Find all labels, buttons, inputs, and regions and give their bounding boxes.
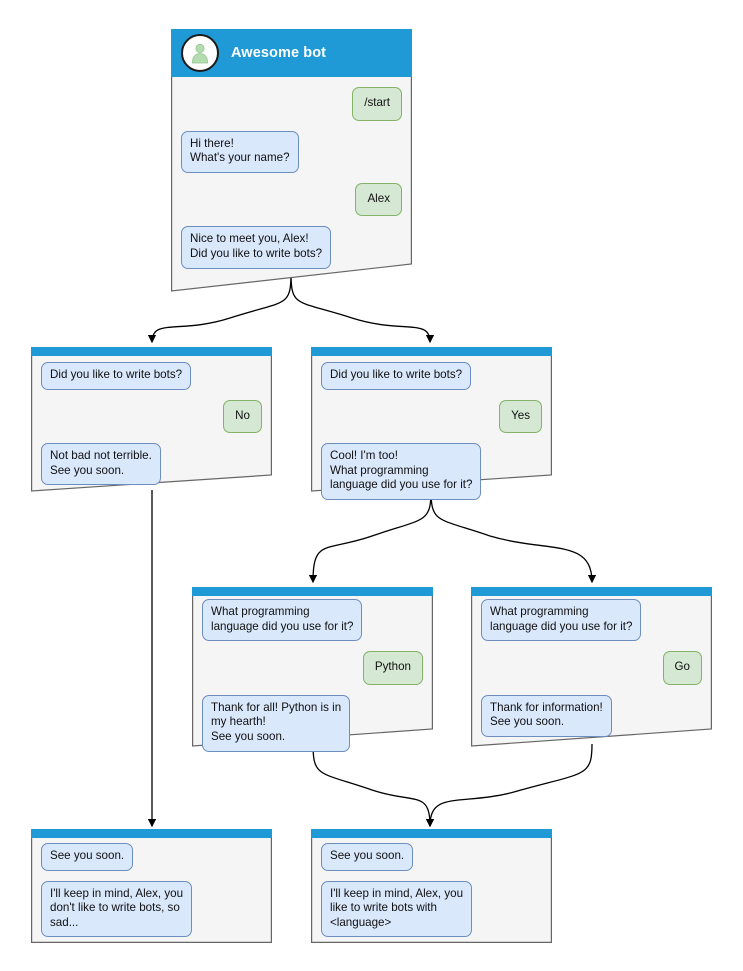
message-row: Thank for all! Python is in my hearth! S… [202, 694, 423, 752]
message-row: /start [181, 87, 402, 121]
bot-bubble[interactable]: Thank for information! See you soon. [481, 694, 612, 737]
message-row: Yes [321, 399, 542, 434]
bot-bubble[interactable]: Cool! I'm too! What programming language… [321, 443, 482, 500]
message-row: Not bad not terrible. See you soon. [41, 443, 262, 486]
message-row: Nice to meet you, Alex! Did you like to … [181, 226, 402, 269]
message-row: Cool! I'm too! What programming language… [321, 443, 542, 500]
message-row: See you soon. [321, 843, 542, 871]
user-bubble[interactable]: Alex [355, 182, 402, 217]
bot-bubble[interactable]: What programming language did you use fo… [481, 599, 642, 642]
bot-bubble[interactable]: Did you like to write bots? [321, 362, 472, 390]
node-no-header [31, 347, 272, 356]
message-row: I'll keep in mind, Alex, you like to wri… [321, 880, 542, 938]
bot-bubble[interactable]: What programming language did you use fo… [202, 599, 363, 642]
bot-bubble[interactable]: See you soon. [41, 843, 134, 871]
node-go-header [471, 587, 712, 596]
bot-bubble[interactable]: See you soon. [321, 843, 414, 871]
person-avatar-icon [181, 34, 219, 72]
bot-bubble[interactable]: Not bad not terrible. See you soon. [41, 443, 161, 486]
node-go-messages: What programming language did you use fo… [471, 599, 712, 747]
message-row: Did you like to write bots? [321, 362, 542, 390]
node-end-happy-header [311, 829, 552, 838]
user-bubble[interactable]: Python [362, 651, 423, 685]
node-python-header [192, 587, 433, 596]
message-row: Go [481, 651, 702, 685]
bot-name-label: Awesome bot [231, 45, 327, 61]
node-yes-messages: Did you like to write bots? Yes Cool! I'… [311, 362, 552, 510]
bot-bubble[interactable]: Hi there! What's your name? [181, 130, 299, 173]
node-yes-header [311, 347, 552, 356]
message-row: No [41, 399, 262, 434]
node-python-messages: What programming language did you use fo… [192, 599, 433, 762]
node-end-happy-messages: See you soon. I'll keep in mind, Alex, y… [311, 843, 552, 947]
node-root-header: Awesome bot [171, 29, 412, 77]
node-root-messages: /start Hi there! What's your name? Alex … [171, 87, 412, 279]
node-root-conversation[interactable]: Awesome bot /start Hi there! What's your… [171, 29, 412, 292]
message-row: Python [202, 651, 423, 685]
bot-bubble[interactable]: Nice to meet you, Alex! Did you like to … [181, 226, 332, 269]
user-bubble[interactable]: Go [662, 651, 702, 685]
user-bubble[interactable]: /start [352, 87, 402, 121]
bot-bubble[interactable]: I'll keep in mind, Alex, you like to wri… [321, 880, 473, 938]
message-row: Hi there! What's your name? [181, 130, 402, 173]
user-bubble[interactable]: Yes [499, 399, 542, 434]
message-row: Alex [181, 182, 402, 217]
message-row: See you soon. [41, 843, 262, 871]
message-row: What programming language did you use fo… [202, 599, 423, 642]
bot-bubble[interactable]: Did you like to write bots? [41, 362, 192, 390]
message-row: What programming language did you use fo… [481, 599, 702, 642]
node-end-sad-header [31, 829, 272, 838]
node-end-likes-bots[interactable]: See you soon. I'll keep in mind, Alex, y… [311, 829, 552, 943]
node-branch-go[interactable]: What programming language did you use fo… [471, 587, 712, 747]
message-row: Did you like to write bots? [41, 362, 262, 390]
message-row: I'll keep in mind, Alex, you don't like … [41, 880, 262, 938]
node-branch-no[interactable]: Did you like to write bots? No Not bad n… [31, 347, 272, 492]
bot-bubble[interactable]: Thank for all! Python is in my hearth! S… [202, 694, 351, 752]
node-end-no-bots[interactable]: See you soon. I'll keep in mind, Alex, y… [31, 829, 272, 943]
user-bubble[interactable]: No [223, 399, 262, 434]
node-branch-yes[interactable]: Did you like to write bots? Yes Cool! I'… [311, 347, 552, 500]
node-branch-python[interactable]: What programming language did you use fo… [192, 587, 433, 752]
edge-go-to-end-happy [425, 743, 593, 828]
bot-bubble[interactable]: I'll keep in mind, Alex, you don't like … [41, 880, 193, 938]
message-row: Thank for information! See you soon. [481, 694, 702, 737]
node-no-messages: Did you like to write bots? No Not bad n… [31, 362, 272, 495]
node-end-sad-messages: See you soon. I'll keep in mind, Alex, y… [31, 843, 272, 947]
